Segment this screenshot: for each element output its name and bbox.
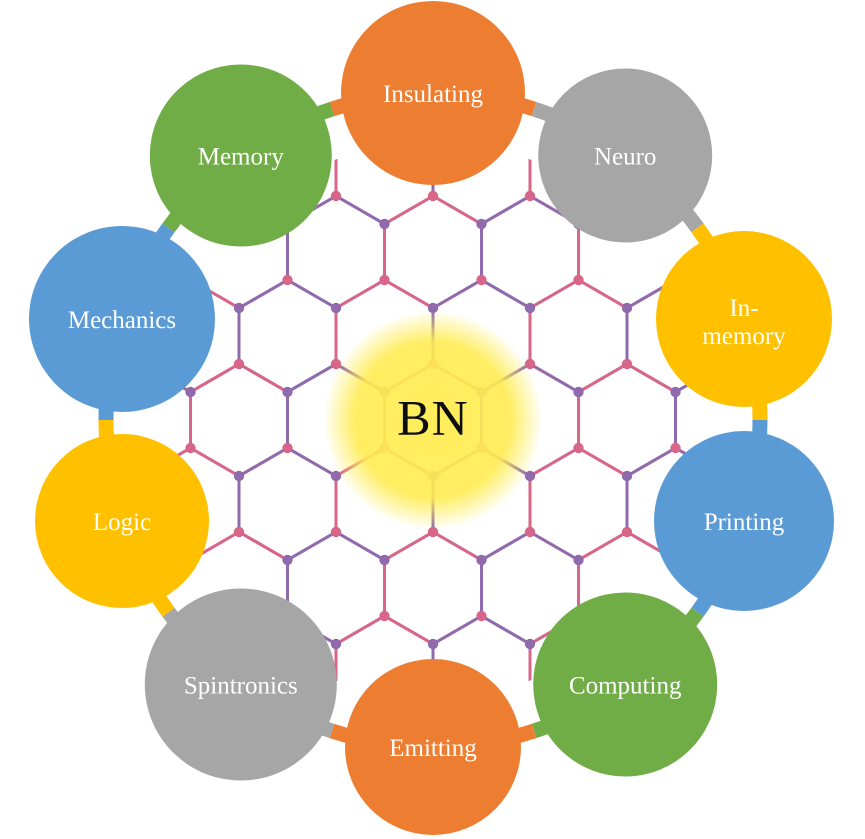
lattice-node-dot xyxy=(233,526,245,538)
lattice-node-dot xyxy=(524,358,536,370)
node-circle-printing xyxy=(654,431,834,611)
lattice-node-dot xyxy=(233,358,245,370)
node-label-neuro: Neuro xyxy=(594,144,656,171)
lattice-node-dot xyxy=(476,218,487,230)
node-label-spintronics: Spintronics xyxy=(184,673,298,700)
lattice-node-dot xyxy=(427,526,439,538)
node-circles: InsulatingNeuroIn-memoryPrintingComputin… xyxy=(29,1,834,835)
lattice-node-dot xyxy=(524,694,536,698)
lattice-node-dot xyxy=(330,190,342,202)
lattice-node-dot xyxy=(330,638,342,650)
node-circle-emitting xyxy=(345,659,521,835)
lattice-node-dot xyxy=(427,302,439,314)
lattice-node-dot xyxy=(282,554,293,566)
node-label-computing: Computing xyxy=(569,673,682,700)
hexagon-cell xyxy=(237,446,338,562)
lattice-node-dot xyxy=(573,274,584,286)
hexagon-cell xyxy=(577,362,677,478)
node-label-insulating: Insulating xyxy=(383,81,483,108)
lattice-node-dot xyxy=(573,442,584,454)
lattice-node-dot xyxy=(476,610,487,622)
lattice-node-dot xyxy=(379,274,390,286)
node-circle-insulating xyxy=(341,1,525,185)
hexagon-cell xyxy=(528,446,629,562)
hexagon-cell xyxy=(383,194,483,310)
lattice-node-dot xyxy=(573,554,584,566)
lattice-node-dot xyxy=(233,302,245,314)
node-circle-computing xyxy=(533,592,718,777)
lattice-node-dot xyxy=(427,638,439,650)
lattice-node-dot xyxy=(330,526,342,538)
lattice-node-dot xyxy=(379,218,390,230)
lattice-node-dot xyxy=(185,386,196,398)
lattice-node-dot xyxy=(330,302,342,314)
node-circle-mechanics xyxy=(29,226,215,412)
node-circle-memory xyxy=(149,64,332,247)
lattice-node-dot xyxy=(573,386,584,398)
hexagon-cell xyxy=(383,530,483,646)
lattice-node-dot xyxy=(621,526,633,538)
lattice-node-dot xyxy=(524,638,536,650)
hexagon-cell xyxy=(237,278,338,394)
lattice-node-dot xyxy=(670,442,681,454)
lattice-node-dot xyxy=(621,302,633,314)
lattice-node-dot xyxy=(185,442,196,454)
lattice-node-dot xyxy=(524,526,536,538)
lattice-node-dot xyxy=(621,470,633,482)
node-circle-logic xyxy=(35,434,209,608)
node-label-emitting: Emitting xyxy=(389,735,477,762)
lattice-node-dot xyxy=(330,358,342,370)
hexagon-cell xyxy=(189,362,289,478)
lattice-node-dot xyxy=(524,190,536,202)
lattice-node-dot xyxy=(621,358,633,370)
lattice-node-dot xyxy=(476,274,487,286)
node-circle-neuro xyxy=(538,68,713,243)
lattice-node-dot xyxy=(379,610,390,622)
lattice-node-dot xyxy=(427,190,439,202)
lattice-node-dot xyxy=(282,386,293,398)
lattice-node-dot xyxy=(476,554,487,566)
node-label-in-memory: In-memory xyxy=(702,295,786,350)
lattice-node-dot xyxy=(524,470,536,482)
lattice-node-dot xyxy=(330,142,342,146)
lattice-node-dot xyxy=(379,554,390,566)
node-circle-in-memory xyxy=(656,231,832,407)
lattice-node-dot xyxy=(233,470,245,482)
bn-center-glow xyxy=(325,312,541,528)
lattice-node-dot xyxy=(282,274,293,286)
node-label-logic: Logic xyxy=(93,509,151,536)
lattice-node-dot xyxy=(282,442,293,454)
node-circle-spintronics xyxy=(144,588,337,781)
lattice-node-dot xyxy=(524,302,536,314)
lattice-node-dot xyxy=(330,470,342,482)
hexagon-cell xyxy=(528,278,629,394)
node-label-mechanics: Mechanics xyxy=(68,307,176,334)
lattice-node-dot xyxy=(524,142,536,146)
lattice-node-dot xyxy=(670,386,681,398)
node-label-memory: Memory xyxy=(198,144,285,171)
node-label-printing: Printing xyxy=(704,509,785,536)
